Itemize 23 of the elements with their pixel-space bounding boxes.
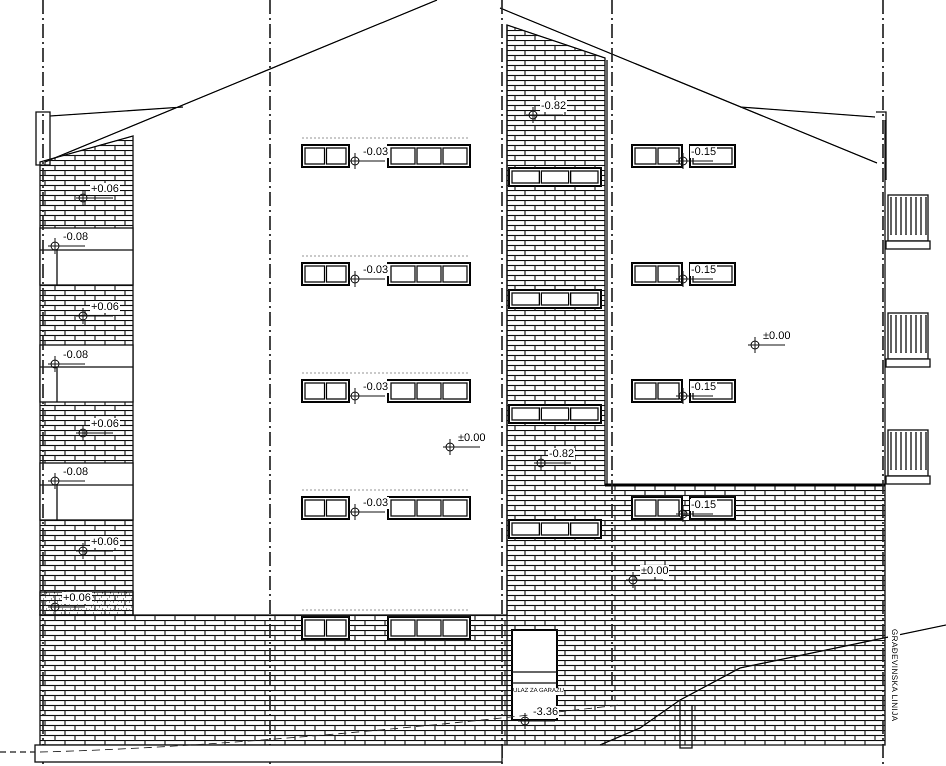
building-line-label: GRAĐEVINSKA LINIJA — [888, 628, 900, 723]
level-label: +0.06 — [90, 183, 120, 195]
level-label: ±0.00 — [762, 330, 792, 342]
level-label: ±0.00 — [640, 565, 670, 577]
level-label: +0.06 — [62, 592, 92, 604]
level-label: -3.36 — [532, 706, 560, 718]
level-label: +0.06 — [90, 418, 120, 430]
level-label: -0.82 — [540, 100, 568, 112]
level-label: -0.03 — [362, 381, 390, 393]
level-label: -0.15 — [690, 381, 718, 393]
level-label: -0.08 — [62, 466, 90, 478]
level-label: -0.15 — [690, 499, 718, 511]
level-label: ±0.00 — [457, 432, 486, 444]
level-label: -0.03 — [362, 264, 390, 276]
level-label: -0.82 — [548, 448, 576, 460]
level-label: +0.06 — [90, 301, 120, 313]
level-label: +0.06 — [90, 536, 120, 548]
level-label: -0.15 — [690, 264, 718, 276]
level-label: -0.03 — [362, 146, 390, 158]
level-label: -0.08 — [62, 349, 90, 361]
level-label: -0.08 — [62, 231, 90, 243]
level-label: -0.15 — [690, 146, 718, 158]
level-label: -0.03 — [362, 497, 390, 509]
